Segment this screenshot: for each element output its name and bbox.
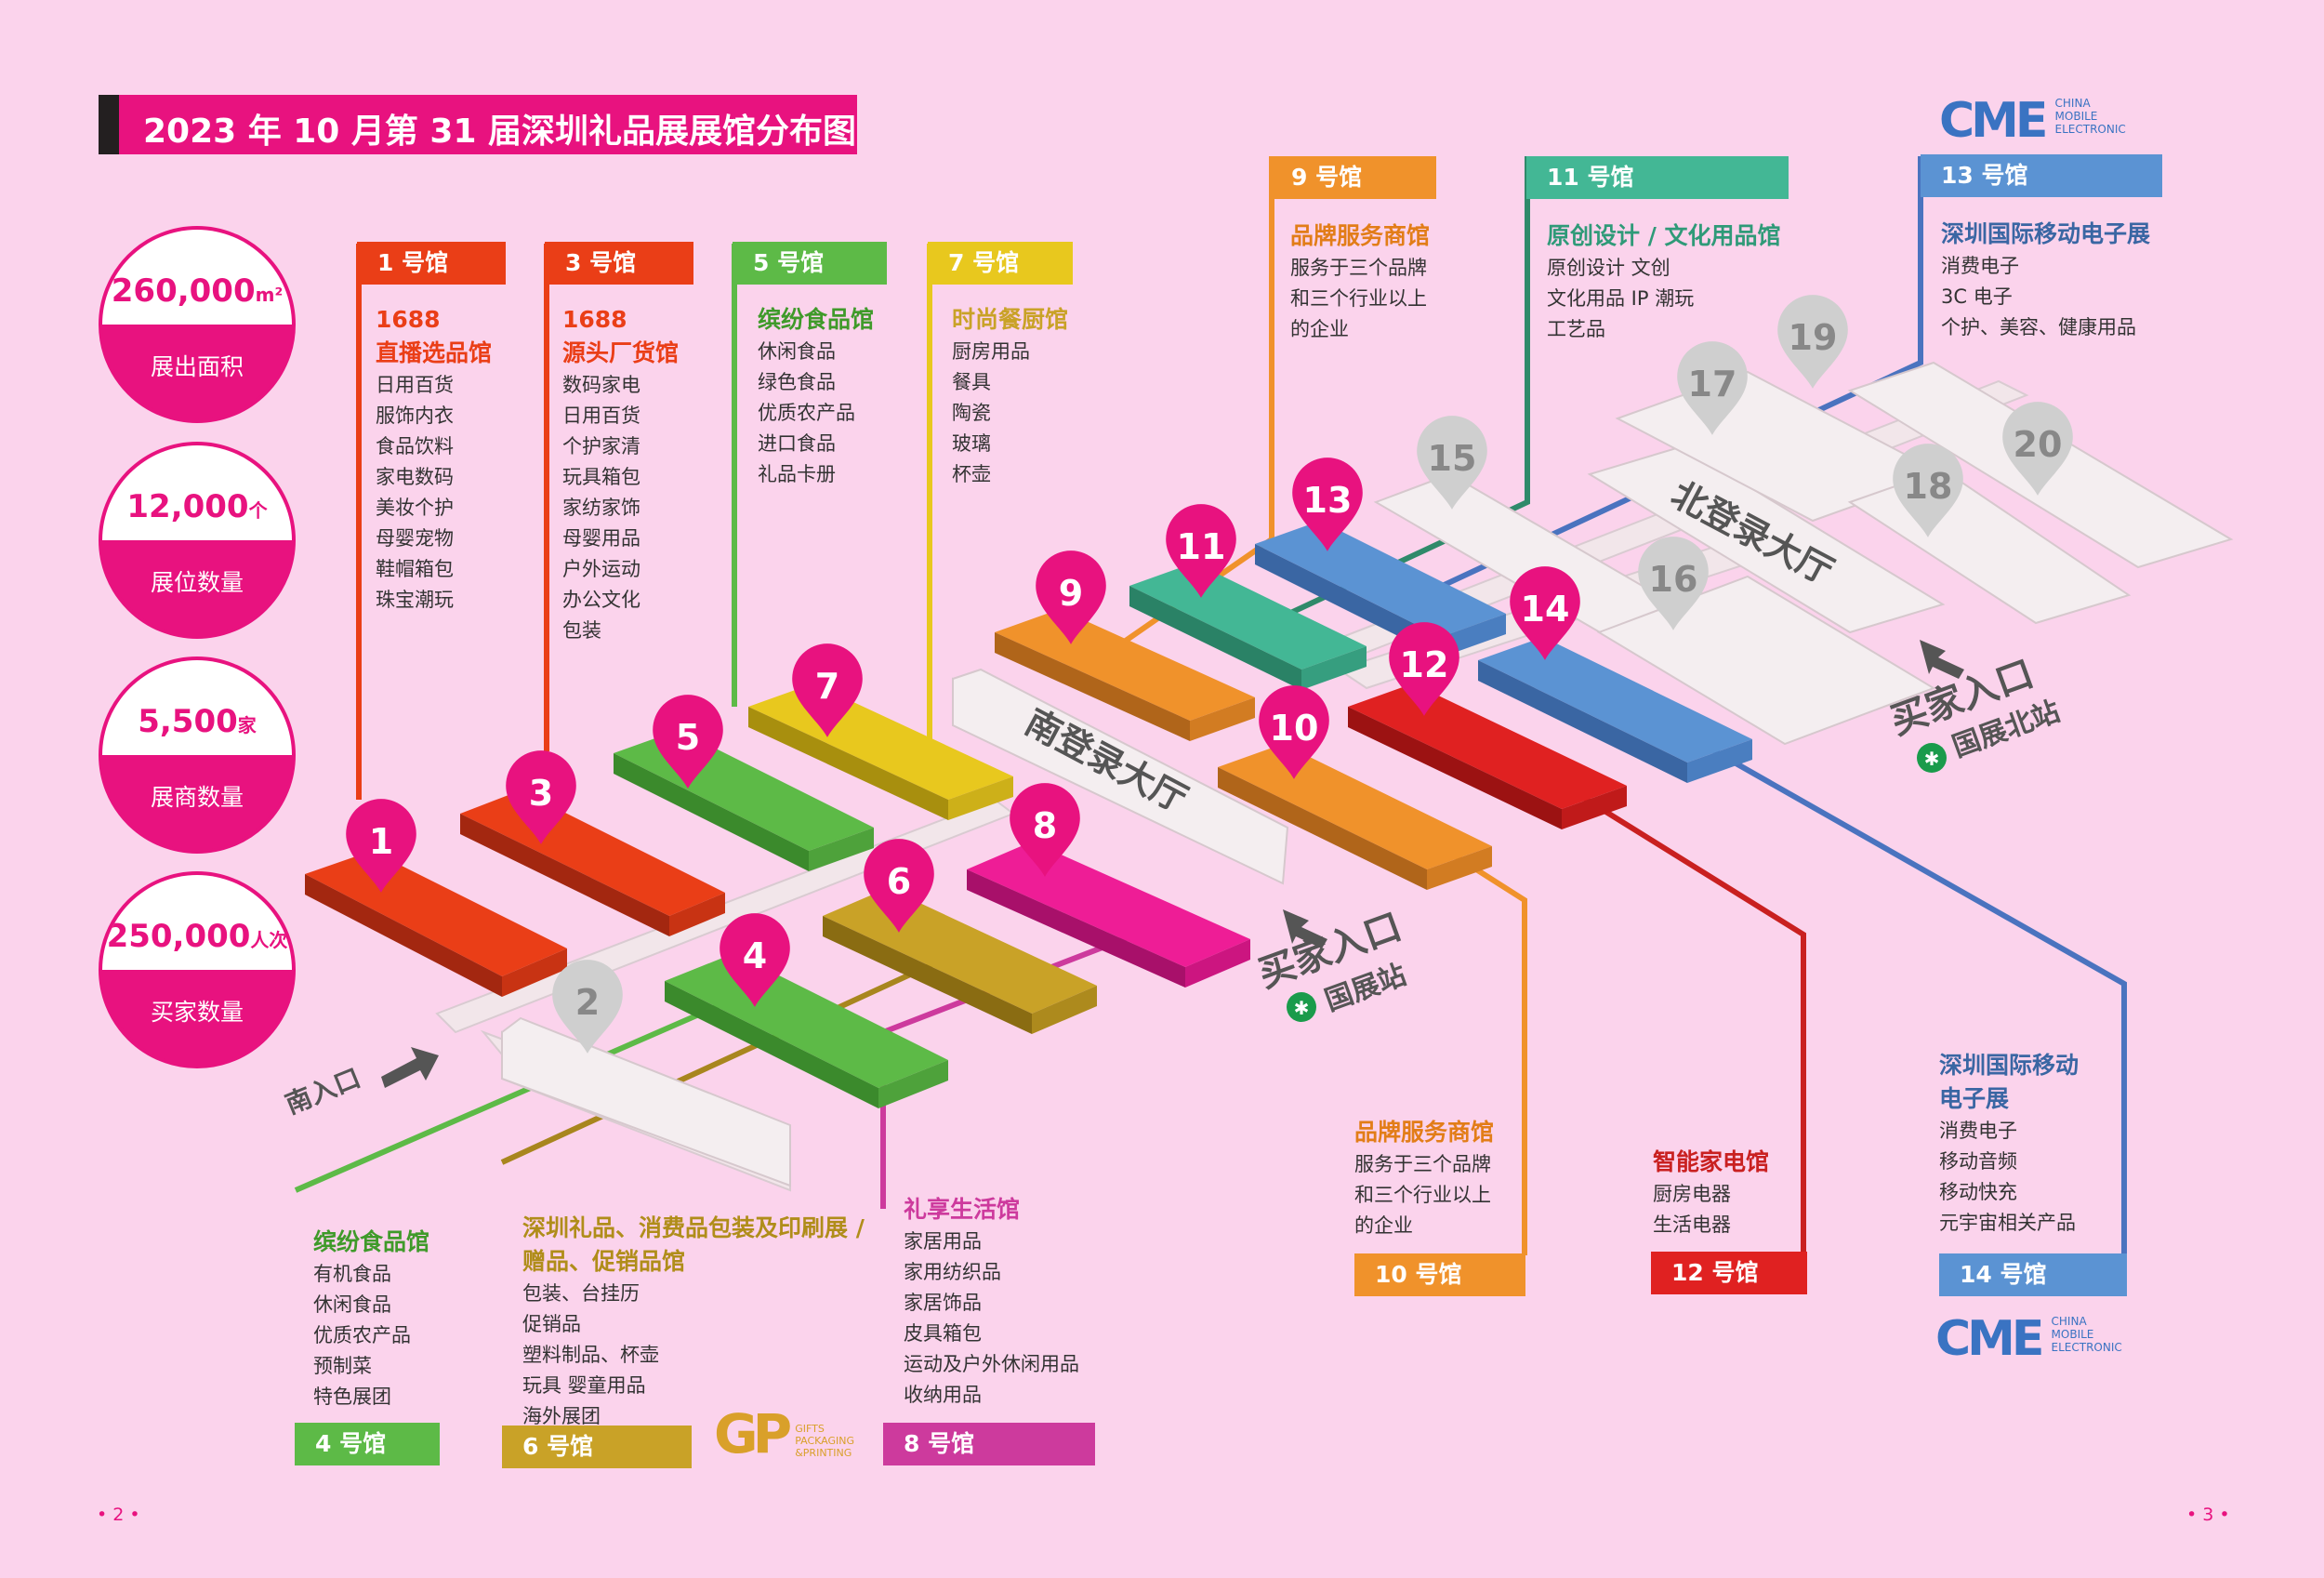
svg-text:11: 11 xyxy=(1177,526,1226,567)
svg-text:19: 19 xyxy=(1789,317,1838,358)
svg-text:20: 20 xyxy=(2014,424,2063,465)
hall-info-10: 品牌服务商馆 服务于三个品牌和三个行业以上的企业 xyxy=(1354,1119,1495,1237)
pin-16: 16 xyxy=(1638,537,1709,630)
svg-text:16: 16 xyxy=(1649,559,1698,600)
pin-6: 6 xyxy=(864,839,934,933)
hall-tag-11: 11 号馆 xyxy=(1526,156,1789,199)
pin-4: 4 xyxy=(720,913,790,1007)
metro-icon-2: ✱ xyxy=(1917,743,1947,773)
hall-info-8: 礼享生活馆 家居用品家用纺织品家居饰品皮具箱包运动及户外休闲用品收纳用品 xyxy=(904,1196,1079,1406)
pin-5: 5 xyxy=(653,695,723,789)
stat-label: 展出面积 xyxy=(150,353,244,380)
stat-area: 260,000m² 展出面积 xyxy=(99,226,296,423)
page-number-left: • 2 • xyxy=(97,1505,140,1525)
hall-info-7: 时尚餐厨馆 厨房用品餐具陶瓷玻璃杯壶 xyxy=(952,306,1069,485)
gray-halls xyxy=(501,361,2234,1187)
pin-3: 3 xyxy=(506,750,576,844)
svg-text:3: 3 xyxy=(529,773,553,814)
hall-tag-6: 6 号馆 xyxy=(502,1426,692,1468)
arrows xyxy=(381,640,1964,1088)
svg-text:✱: ✱ xyxy=(1294,997,1310,1019)
svg-text:1: 1 xyxy=(369,821,393,862)
hall-tag-8: 8 号馆 xyxy=(883,1423,1095,1465)
hall-tag-3: 3 号馆 xyxy=(545,242,693,285)
hall-info-12: 智能家电馆 厨房电器生活电器 xyxy=(1653,1148,1770,1236)
hall-tag-9: 9 号馆 xyxy=(1271,156,1436,199)
pin-2: 2 xyxy=(552,960,623,1054)
pin-18: 18 xyxy=(1893,444,1963,537)
svg-text:14: 14 xyxy=(1521,589,1570,630)
pin-1: 1 xyxy=(346,799,416,893)
svg-text:2: 2 xyxy=(575,982,600,1023)
stat-label: 展商数量 xyxy=(150,784,244,811)
pin-8: 8 xyxy=(1010,783,1080,877)
svg-text:4: 4 xyxy=(743,935,767,976)
svg-text:10: 10 xyxy=(1270,708,1319,749)
svg-text:18: 18 xyxy=(1904,466,1953,507)
svg-text:8: 8 xyxy=(1033,805,1057,846)
hall-info-5: 缤纷食品馆 休闲食品绿色食品优质农产品进口食品礼品卡册 xyxy=(758,306,875,485)
pin-9: 9 xyxy=(1036,550,1106,644)
pin-7: 7 xyxy=(792,643,863,737)
pin-10: 10 xyxy=(1259,685,1329,779)
hall-tag-7: 7 号馆 xyxy=(928,242,1073,285)
svg-text:6: 6 xyxy=(887,861,911,902)
hall-info-9: 品牌服务商馆 服务于三个品牌和三个行业以上的企业 xyxy=(1290,222,1431,340)
svg-text:✱: ✱ xyxy=(1924,748,1940,770)
title-accent xyxy=(99,95,119,154)
svg-text:5: 5 xyxy=(676,717,700,758)
stat-booths: 12,000个 展位数量 xyxy=(99,442,296,639)
buyer-arrow-1 xyxy=(1283,909,1327,948)
hall-tag-5: 5 号馆 xyxy=(733,242,887,285)
stat-value: 260,000m² xyxy=(111,272,284,310)
svg-text:12: 12 xyxy=(1400,644,1449,685)
svg-text:17: 17 xyxy=(1688,364,1737,404)
hall-blocks xyxy=(305,521,1752,1108)
page-title: 2023 年 10 月第 31 届深圳礼品展展馆分布图 xyxy=(143,113,857,151)
hall-tag-13: 13 号馆 xyxy=(1921,154,2162,197)
pin-20: 20 xyxy=(2002,402,2073,496)
page-number-right: • 3 • xyxy=(2186,1505,2230,1525)
stat-value: 12,000个 xyxy=(126,488,268,525)
stat-exhibitors: 5,500家 展商数量 xyxy=(99,656,296,854)
hall-info-3: 1688 源头厂货馆 数码家电日用百货个护家清玩具箱包家纺家饰母婴用品户外运动办… xyxy=(562,306,680,642)
pins: 1 2 3 4 5 6 7 8 9 10 11 12 13 14 15 16 1… xyxy=(346,295,2073,1054)
svg-text:15: 15 xyxy=(1428,438,1477,479)
stat-buyers: 250,000人次 买家数量 xyxy=(99,871,296,1068)
hall-tag-10: 10 号馆 xyxy=(1354,1253,1525,1296)
hall-tag-4: 4 号馆 xyxy=(295,1423,440,1465)
hall-info-4: 缤纷食品馆 有机食品休闲食品优质农产品预制菜特色展团 xyxy=(313,1228,430,1408)
pin-12: 12 xyxy=(1389,622,1459,716)
hall-info-6: 深圳礼品、消费品包装及印刷展 / 赠品、促销品馆 包装、台挂历促销品塑料制品、杯… xyxy=(522,1214,865,1427)
svg-text:9: 9 xyxy=(1059,573,1083,614)
buyer-arrow-2 xyxy=(1920,640,1964,679)
south-entrance-label: 南入口 xyxy=(281,1062,364,1120)
hall-info-11: 原创设计 / 文化用品馆 原创设计 文创文化用品 IP 潮玩工艺品 xyxy=(1547,222,1781,340)
hall-info-14: 深圳国际移动 电子展 消费电子移动音频移动快充元宇宙相关产品 xyxy=(1939,1052,2080,1234)
pin-15: 15 xyxy=(1417,416,1487,510)
south-entrance-arrow xyxy=(381,1047,439,1088)
stat-value: 5,500家 xyxy=(138,703,257,740)
stat-label: 展位数量 xyxy=(150,569,244,596)
metro-icon-1: ✱ xyxy=(1287,992,1316,1022)
pin-11: 11 xyxy=(1166,504,1236,598)
hall-tag-14: 14 号馆 xyxy=(1939,1253,2127,1296)
hall-info-1: 1688 直播选品馆 日用百货服饰内衣食品饮料家电数码美妆个护母婴宠物鞋帽箱包珠… xyxy=(376,306,493,611)
hall-tag-12: 12 号馆 xyxy=(1651,1252,1807,1294)
pin-14: 14 xyxy=(1510,566,1580,660)
pin-19: 19 xyxy=(1777,295,1848,389)
stat-label: 买家数量 xyxy=(150,999,244,1026)
pin-17: 17 xyxy=(1677,341,1748,435)
svg-text:7: 7 xyxy=(815,666,839,707)
title-bar: 2023 年 10 月第 31 届深圳礼品展展馆分布图 xyxy=(99,95,857,154)
svg-text:13: 13 xyxy=(1303,480,1353,521)
pin-13: 13 xyxy=(1292,457,1363,551)
stat-value: 250,000人次 xyxy=(106,918,288,955)
hall-tag-1: 1 号馆 xyxy=(357,242,506,285)
